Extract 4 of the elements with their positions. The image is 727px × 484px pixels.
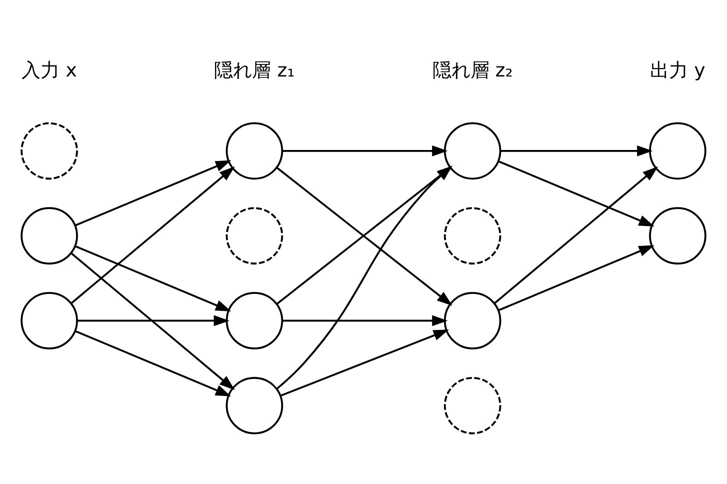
label: 隠れ層 z₂: [432, 59, 513, 82]
label: 出力 y: [650, 59, 706, 82]
label: 入力 x: [22, 59, 77, 82]
label: 隠れ層 z₁: [214, 59, 295, 82]
